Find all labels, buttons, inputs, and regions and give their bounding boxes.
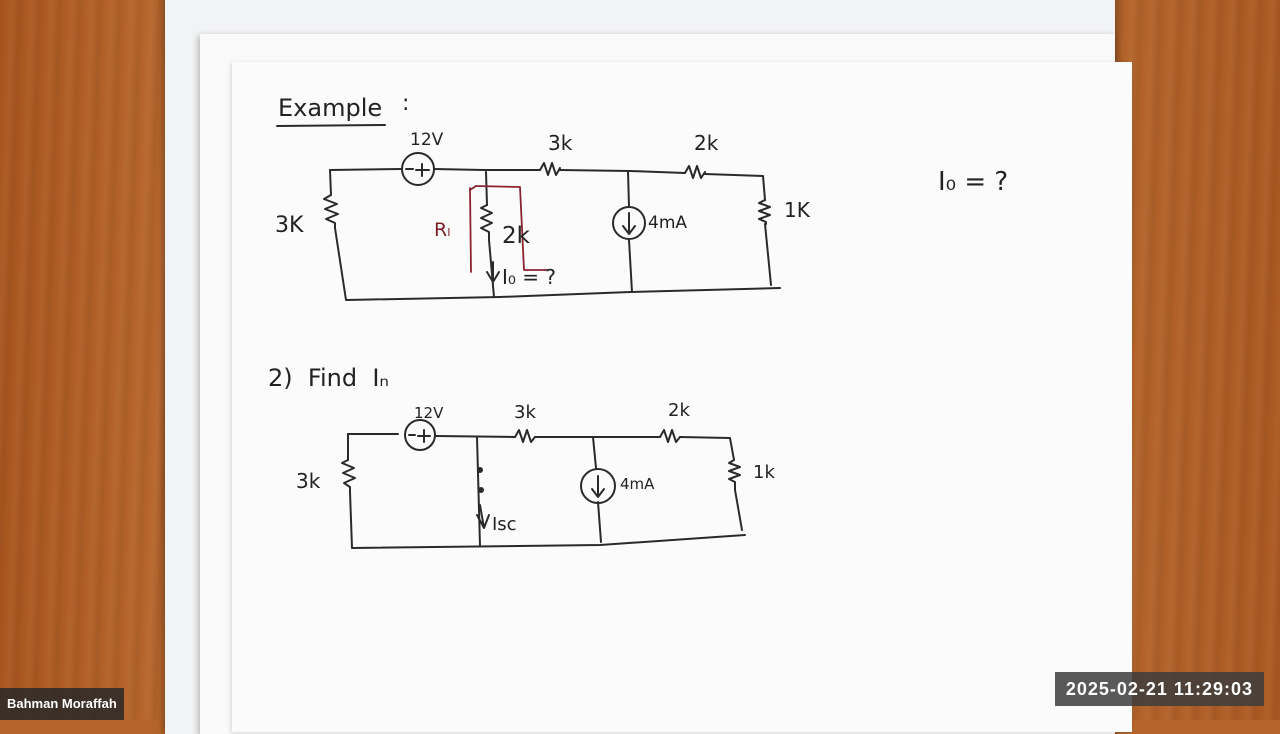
circuit-1-r-load-label: 2k xyxy=(502,223,531,249)
circuit-2-r-right-label: 1k xyxy=(753,462,775,483)
circuit-1-r-top-right-label: 2k xyxy=(694,131,719,155)
heading-example: Example xyxy=(278,94,382,122)
section-2-title: 2) Find Iₙ xyxy=(268,364,389,392)
circuit-2-resistor-left xyxy=(341,459,356,493)
circuit-1-resistor-load xyxy=(480,204,493,241)
circuit-1-r-left-label: 3K xyxy=(275,213,304,238)
circuit-2-resistor-top-mid xyxy=(514,429,536,443)
heading-underline xyxy=(276,124,386,127)
circuit-1-resistor-left xyxy=(323,194,339,229)
circuit-2-sc-label: Isc xyxy=(492,514,517,535)
circuit-1-resistor-top-right xyxy=(684,165,706,179)
circuit-2-r-top-mid-label: 3k xyxy=(514,402,536,423)
circuit-1-current-arrow xyxy=(486,261,500,283)
circuit-2-wires xyxy=(347,433,746,549)
circuit-1-resistor-top-mid xyxy=(539,162,561,176)
circuit-1-current-label: I₀ = ? xyxy=(502,265,556,289)
circuit-2-current-source xyxy=(580,468,616,504)
circuit-2-source-label: 12V xyxy=(414,404,444,422)
recording-timestamp: 2025-02-21 11:29:03 xyxy=(1054,672,1264,706)
circuit-2-current-source-label: 4mA xyxy=(620,475,655,493)
circuit-1-wires xyxy=(329,168,781,301)
heading-colon: : xyxy=(402,91,409,116)
circuit-2-sc-arrow xyxy=(476,504,490,529)
circuit-1-resistor-right xyxy=(758,199,771,225)
circuit-1-voltage-source xyxy=(401,152,435,186)
circuit-1-r-right-label: 1K xyxy=(784,198,811,222)
presenter-name-label: Bahman Moraffah xyxy=(0,688,124,720)
circuit-2-r-top-right-label: 2k xyxy=(668,400,690,421)
question-i0: I₀ = ? xyxy=(938,167,1008,197)
circuit-2-resistor-right xyxy=(728,459,741,491)
circuit-2-r-left-label: 3k xyxy=(296,469,321,493)
circuit-1-r-top-mid-label: 3k xyxy=(548,131,573,155)
circuit-1-current-source-label: 4mA xyxy=(648,213,687,233)
circuit-1-load-highlight xyxy=(469,185,549,273)
circuit-1-source-label: 12V xyxy=(410,130,444,150)
circuit-2-resistor-top-right xyxy=(659,429,681,443)
circuit-2-voltage-source xyxy=(404,419,436,451)
circuit-1-load-label: Rₗ xyxy=(434,219,450,241)
circuit-1-current-source xyxy=(612,206,646,240)
